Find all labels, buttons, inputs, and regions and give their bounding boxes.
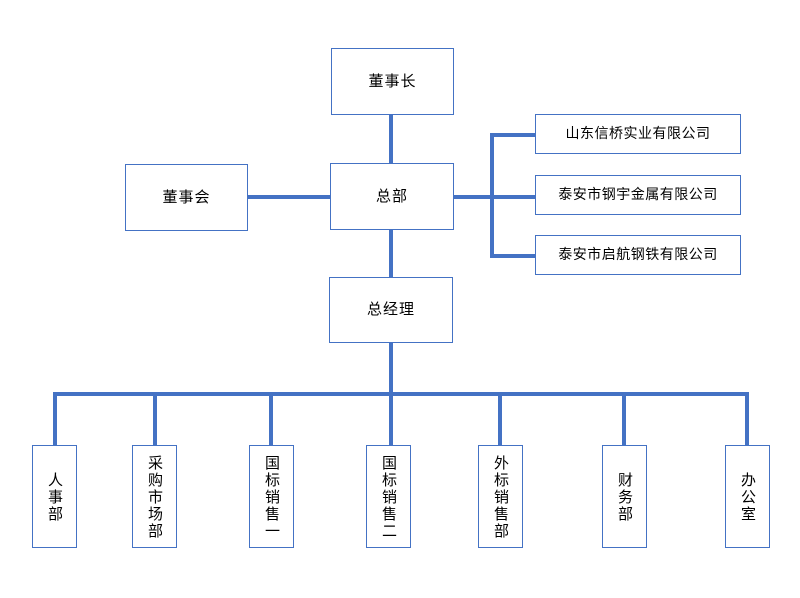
node-general-manager[interactable]: 总经理 — [329, 277, 453, 343]
node-department-gb-sales-two[interactable]: 国标销售二 — [366, 445, 411, 548]
node-department-finance[interactable]: 财务部 — [602, 445, 647, 548]
node-subsidiary-shandong-xinqiao[interactable]: 山东信桥实业有限公司 — [535, 114, 741, 154]
node-subsidiary-taian-gangyu-label: 泰安市钢宇金属有限公司 — [558, 186, 718, 203]
connector-bus-to-dept4 — [389, 392, 393, 445]
connector-headquarters-to-gm — [389, 229, 393, 278]
connector-bus-to-dept7 — [745, 392, 749, 445]
node-department-procurement-marketing[interactable]: 采购市场部 — [132, 445, 177, 548]
node-subsidiary-taian-gangyu[interactable]: 泰安市钢宇金属有限公司 — [535, 175, 741, 215]
node-department-gb-sales-two-label: 国标销售二 — [380, 455, 398, 540]
connector-bus-to-dept2 — [153, 392, 157, 445]
node-department-finance-label: 财务部 — [616, 472, 634, 523]
connector-trunk-to-sub2 — [490, 195, 536, 199]
node-board-of-directors[interactable]: 董事会 — [125, 164, 248, 231]
node-headquarters[interactable]: 总部 — [330, 163, 454, 230]
connector-bus-to-dept6 — [622, 392, 626, 445]
node-chairman[interactable]: 董事长 — [331, 48, 454, 115]
connector-bus-to-dept3 — [269, 392, 273, 445]
connector-gm-to-bus — [389, 342, 393, 396]
node-chairman-label: 董事长 — [368, 71, 417, 90]
node-board-of-directors-label: 董事会 — [162, 187, 211, 206]
node-department-office-label: 办公室 — [739, 472, 757, 523]
node-department-foreign-standard-sales[interactable]: 外标销售部 — [478, 445, 523, 548]
connector-headquarters-to-subsidiary-trunk — [452, 195, 494, 199]
node-general-manager-label: 总经理 — [366, 300, 415, 319]
node-department-gb-sales-one-label: 国标销售一 — [263, 455, 281, 540]
connector-trunk-to-sub3 — [490, 254, 536, 258]
node-subsidiary-taian-qihang-label: 泰安市启航钢铁有限公司 — [558, 246, 718, 263]
node-department-gb-sales-one[interactable]: 国标销售一 — [249, 445, 294, 548]
connector-bus-to-dept5 — [498, 392, 502, 445]
node-headquarters-label: 总部 — [375, 186, 408, 205]
node-department-procurement-marketing-label: 采购市场部 — [146, 455, 164, 540]
connector-board-to-headquarters — [247, 195, 331, 199]
node-department-office[interactable]: 办公室 — [725, 445, 770, 548]
connector-chairman-to-headquarters — [389, 114, 393, 164]
connector-department-bus — [53, 392, 748, 396]
node-department-hr-label: 人事部 — [46, 472, 64, 523]
node-subsidiary-shandong-xinqiao-label: 山东信桥实业有限公司 — [565, 125, 711, 142]
connector-trunk-to-sub1 — [490, 133, 536, 137]
node-department-foreign-standard-sales-label: 外标销售部 — [492, 455, 510, 540]
connector-bus-to-dept1 — [53, 392, 57, 445]
node-department-hr[interactable]: 人事部 — [32, 445, 77, 548]
node-subsidiary-taian-qihang[interactable]: 泰安市启航钢铁有限公司 — [535, 235, 741, 275]
